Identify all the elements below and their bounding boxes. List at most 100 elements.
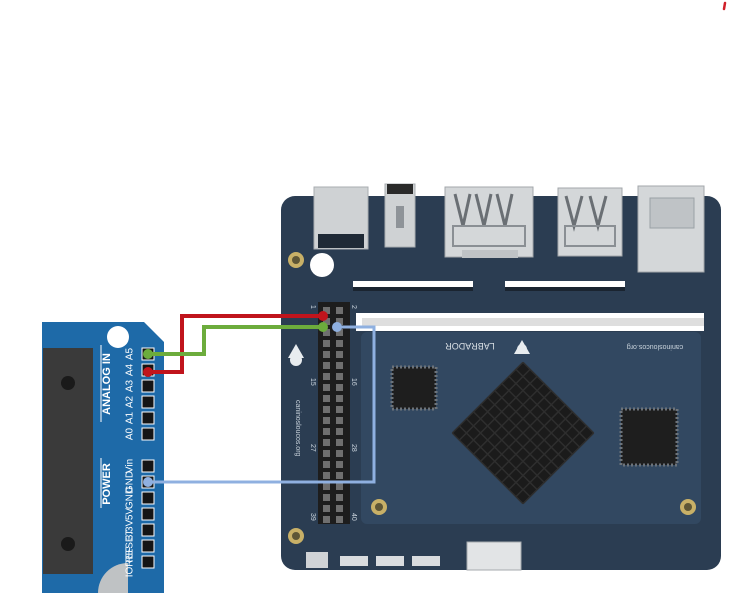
power-pin-ioref [141,555,155,569]
header-pin [323,406,330,413]
wire-gnd-blue [148,325,376,484]
wires [143,311,376,487]
header-pin [323,351,330,358]
header-pin [336,428,343,435]
wire-scl-green [148,325,323,356]
canino-logo-left [288,344,304,366]
header-number-40: 40 [350,513,357,521]
wire-end-header-green [318,322,328,332]
fpc-connector [505,281,625,287]
canino-logo-right [514,340,530,354]
arduino-capacitor [98,563,128,593]
header-pin [323,505,330,512]
analog-pin-a1 [141,411,155,425]
power-pin-label-5v: 5V [125,508,136,521]
power-pin-vin [141,459,155,473]
power-pin-label-gnd: GND [125,471,136,493]
small-chip [390,365,438,411]
analog-pin-label-a3: A3 [125,379,136,392]
heatsink-line [465,418,538,491]
labrador-board: 1 2 15 16 27 28 39 40 caninosloucos.org … [281,183,721,571]
wire-sda-red [148,314,323,374]
heatsink-grid [451,361,595,505]
header-pin [336,373,343,380]
heatsink-line [472,411,545,484]
heatsink-line [501,411,574,484]
power-pin-reset [141,539,155,553]
wire-end-a5 [143,349,153,359]
power-pin-label-33v: 3.3V [125,519,136,540]
analog-pin-label-a2: A2 [125,395,136,408]
header-pin [336,384,343,391]
header-pin [323,340,330,347]
analog-pin-label-a0: A0 [125,427,136,440]
header-pin [323,373,330,380]
header-pin [323,428,330,435]
header-pin [323,450,330,457]
analog-pin-label-a5: A5 [125,347,136,360]
heatsink-line [458,425,531,498]
power-title: POWER [101,463,113,505]
micro-usb-port [466,541,522,571]
analog-pin-a0 [141,427,155,441]
header-number-28: 28 [350,444,357,452]
analog-in-title: ANALOG IN [101,353,113,415]
analog-pin-label-a4: A4 [125,363,136,376]
heatsink-line [522,432,595,505]
usb-port-single [557,187,623,257]
header-pin [323,384,330,391]
header-pin [336,417,343,424]
header-pin [323,329,330,336]
header-number-2: 2 [350,305,357,309]
header-number-27: 27 [309,444,316,452]
power-pin-label-vin: Vin [125,459,136,473]
header-number-15: 15 [309,378,316,386]
header-pin [336,340,343,347]
header-pin [336,307,343,314]
power-pin-label-ioref: IOREF [125,547,136,578]
power-pin-gnd [141,491,155,505]
heatsink-line [515,425,588,498]
power-pin-33v [141,523,155,537]
header-pin [323,483,330,490]
header-pin [336,362,343,369]
wire-end-gnd [143,477,153,487]
board-name: LABRADOR [445,341,495,351]
header-pin [336,505,343,512]
header-pin [336,461,343,468]
heatsink-line [494,404,566,476]
bottom-button [306,552,328,568]
header-pin [336,472,343,479]
wire-end-a4 [143,367,153,377]
header-pin [323,472,330,479]
fpc-connector [353,281,473,287]
header-pin [323,494,330,501]
header-number-16: 16 [350,378,357,386]
header-pin [336,439,343,446]
header-pin [323,395,330,402]
heatsink-line [508,418,581,491]
analog-pin-label-a1: A1 [125,411,136,424]
header-number-1: 1 [309,305,316,309]
header-pin [323,439,330,446]
board-site: caninosloucos.org [627,343,684,350]
header-pin [323,362,330,369]
heatsink-line [480,404,552,476]
header-pin [323,461,330,468]
coin-cell [310,253,334,277]
header-pin [336,329,343,336]
header-pin [336,516,343,523]
header-pin [336,318,343,325]
memory-chip [619,407,679,467]
heatsink-line [487,397,559,469]
wire-end-header-red [318,311,328,321]
header-pin [323,318,330,325]
usb-port-double [444,186,534,258]
header-pin [323,516,330,523]
header-pin [336,395,343,402]
power-pin-label-gnd: GND [125,487,136,509]
header-pin [336,494,343,501]
site-label-vertical: caninosloucos.org [294,400,301,457]
